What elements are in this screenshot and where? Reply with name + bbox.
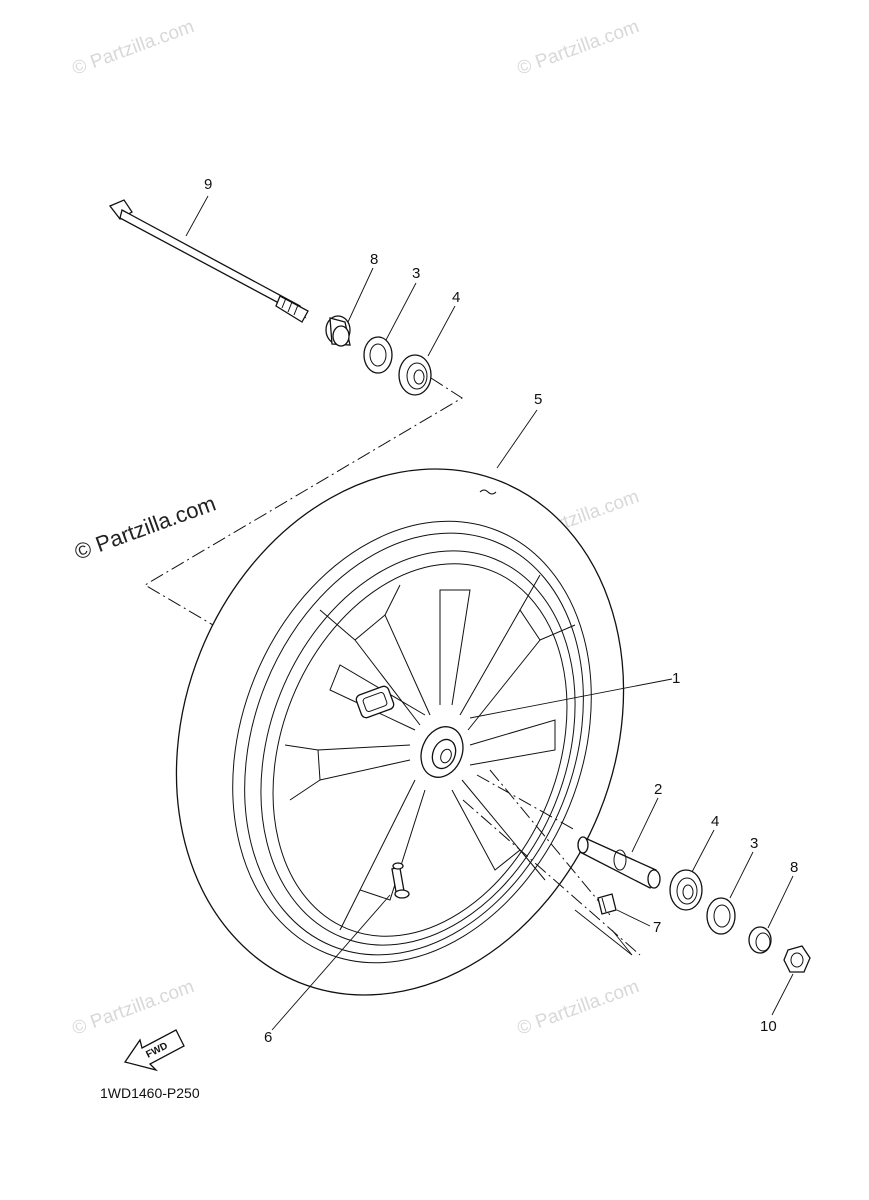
callout-4-top: 4 <box>452 289 460 306</box>
oil-seal-top <box>363 336 393 374</box>
callout-3-bottom: 3 <box>750 835 758 852</box>
callout-9: 9 <box>204 176 212 193</box>
axle-nut <box>783 945 811 973</box>
callout-4-bottom: 4 <box>711 813 719 830</box>
wheel-axle <box>108 199 309 323</box>
bearing-top <box>398 354 432 396</box>
callout-8-top: 8 <box>370 251 378 268</box>
callout-2: 2 <box>654 781 662 798</box>
collar-top <box>325 315 351 347</box>
watermark: © Partzilla.com <box>515 16 642 80</box>
assembly-centerline-lower <box>462 769 641 956</box>
spacer <box>577 836 661 889</box>
callout-5: 5 <box>534 391 542 408</box>
callout-1: 1 <box>672 670 680 687</box>
callout-6: 6 <box>264 1029 272 1046</box>
callout-8-bottom: 8 <box>790 859 798 876</box>
diagram-code: 1WD1460-P250 <box>100 1085 200 1101</box>
forward-arrow-icon: FWD <box>123 1029 185 1072</box>
partzilla-watermark: © Partzilla.com <box>71 491 219 565</box>
valve-stem <box>391 862 410 899</box>
bearing-bottom <box>669 869 703 911</box>
assembly-centerline <box>144 377 463 636</box>
callout-7: 7 <box>653 919 661 936</box>
watermark: © Partzilla.com <box>70 976 197 1040</box>
balance-weight <box>597 893 617 915</box>
front-wheel <box>175 468 625 996</box>
watermark: © Partzilla.com <box>70 16 197 80</box>
wheel-spokes <box>284 574 576 931</box>
oil-seal-bottom <box>706 897 736 935</box>
callout-3-top: 3 <box>412 265 420 282</box>
leader-lines <box>185 195 794 1031</box>
callout-10: 10 <box>760 1018 777 1035</box>
collar-bottom <box>748 926 772 954</box>
watermark: © Partzilla.com <box>515 976 642 1040</box>
callout-labels: 9 8 3 4 5 1 2 4 3 8 7 10 6 <box>204 176 798 1046</box>
